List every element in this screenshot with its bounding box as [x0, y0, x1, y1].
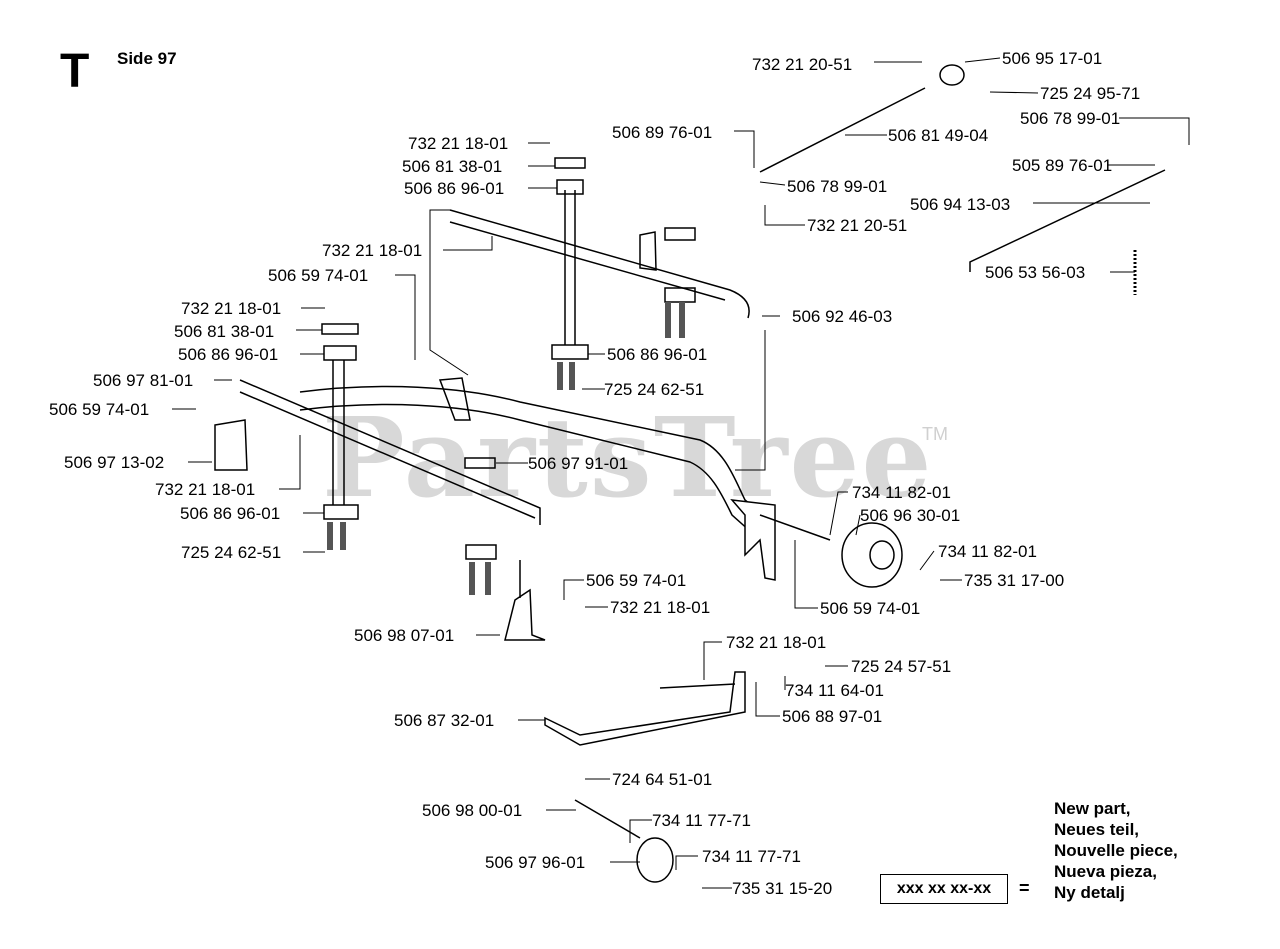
section-letter: T: [60, 45, 90, 98]
legend-line: Ny detalj: [1054, 883, 1125, 902]
callout-label: 506 86 96-01: [607, 345, 707, 364]
roller-wheel: [841, 522, 903, 588]
callout-label: 732 21 18-01: [610, 598, 710, 617]
roller-axle: [759, 514, 831, 541]
clamp-block-4: [323, 504, 359, 520]
legend-code-box: xxx xx xx-xx: [880, 874, 1008, 904]
pivot-arm: [438, 377, 471, 421]
lower-axle: [574, 799, 641, 839]
callout-label: 506 59 74-01: [49, 400, 149, 419]
callout-label: 506 81 38-01: [402, 157, 502, 176]
callout-label: 506 59 74-01: [586, 571, 686, 590]
callout-label: 725 24 95-71: [1040, 84, 1140, 103]
callout-label: 732 21 18-01: [155, 480, 255, 499]
clamp-plate: [554, 157, 586, 169]
callout-label: 506 97 81-01: [93, 371, 193, 390]
callout-label: 506 97 13-02: [64, 453, 164, 472]
callout-label: 732 21 18-01: [726, 633, 826, 652]
callout-label: 734 11 82-01: [938, 542, 1037, 561]
callout-label: 506 81 38-01: [174, 322, 274, 341]
callout-label: 506 97 96-01: [485, 853, 585, 872]
callout-label: 734 11 64-01: [785, 681, 884, 700]
callout-label: 506 87 32-01: [394, 711, 494, 730]
callout-label: 724 64 51-01: [612, 770, 712, 789]
callout-label: 506 98 07-01: [354, 626, 454, 645]
callout-label: 506 53 56-03: [985, 263, 1085, 282]
callout-label: 732 21 20-51: [752, 55, 852, 74]
clamp-block-2: [551, 344, 589, 360]
callout-label: 506 86 96-01: [178, 345, 278, 364]
callout-label: 725 24 57-51: [851, 657, 951, 676]
watermark-text: PartsTree: [322, 393, 934, 522]
legend-line: Neues teil,: [1054, 820, 1140, 839]
callout-label: 506 92 46-03: [792, 307, 892, 326]
diagram-geometry: [172, 57, 1190, 889]
clamp-plate-3: [464, 457, 496, 469]
callout-label: 506 81 49-04: [888, 126, 988, 145]
legend-line: Nueva pieza,: [1054, 862, 1157, 881]
callout-label: 506 89 76-01: [612, 123, 712, 142]
legend-equals: =: [1019, 878, 1030, 898]
callout-label: 732 21 20-51: [807, 216, 907, 235]
callout-label: 725 24 62-51: [181, 543, 281, 562]
legend-line: Nouvelle piece,: [1054, 841, 1178, 860]
clamp-block: [556, 179, 584, 195]
callout-label: 506 59 74-01: [820, 599, 920, 618]
roller-hub: [869, 540, 895, 570]
leader-lines: [172, 57, 1190, 889]
callout-label: 506 97 91-01: [528, 454, 628, 473]
callout-labels: 732 21 20-51 506 95 17-01 725 24 95-71 5…: [49, 49, 1140, 898]
callout-label: 732 21 18-01: [408, 134, 508, 153]
callout-label: 506 59 74-01: [268, 266, 368, 285]
rod-506-81-49-04: [759, 87, 926, 173]
callout-label: 734 11 77-71: [702, 847, 801, 866]
lower-wheel: [636, 837, 674, 883]
main-frame: [299, 385, 771, 541]
callout-label: 506 88 97-01: [782, 707, 882, 726]
watermark-trademark: TM: [922, 424, 948, 444]
bolts: [327, 302, 685, 595]
callout-label: 506 78 99-01: [1020, 109, 1120, 128]
callout-label: 506 94 13-03: [910, 195, 1010, 214]
rod-506-94-13-03: [969, 169, 1166, 272]
callout-label: 505 89 76-01: [1012, 156, 1112, 175]
callout-label: 734 11 82-01: [852, 483, 951, 502]
upper-rod: [449, 209, 750, 319]
lower-lever: [544, 671, 746, 746]
callout-label: 732 21 18-01: [322, 241, 422, 260]
callout-label: 506 86 96-01: [180, 504, 280, 523]
clamp-block-7: [465, 544, 497, 560]
callout-label: 506 86 96-01: [404, 179, 504, 198]
frame-bracket: [730, 499, 776, 581]
clamp-block-5: [664, 227, 696, 241]
callout-label: 506 95 17-01: [1002, 49, 1102, 68]
callout-label: 506 98 00-01: [422, 801, 522, 820]
lever-bolt-line: [659, 683, 736, 689]
left-bracket: [214, 419, 248, 471]
callout-label: 725 24 62-51: [604, 380, 704, 399]
legend-line: New part,: [1054, 799, 1131, 818]
callout-label: 506 96 30-01: [860, 506, 960, 525]
rod-end-eye: [939, 64, 965, 86]
clamp-plate-2: [321, 323, 359, 335]
callout-label: 735 31 17-00: [964, 571, 1064, 590]
lower-link: [504, 588, 546, 641]
legend-text: New part, Neues teil, Nouvelle piece, Nu…: [1054, 798, 1178, 903]
left-rod: [239, 379, 541, 525]
callout-label: 732 21 18-01: [181, 299, 281, 318]
callout-label: 735 31 15-20: [732, 879, 832, 898]
callout-label: 506 78 99-01: [787, 177, 887, 196]
callout-label: 734 11 77-71: [652, 811, 751, 830]
page-label: Side 97: [117, 49, 177, 68]
upper-bracket: [639, 231, 657, 271]
clamp-block-3: [323, 345, 357, 361]
